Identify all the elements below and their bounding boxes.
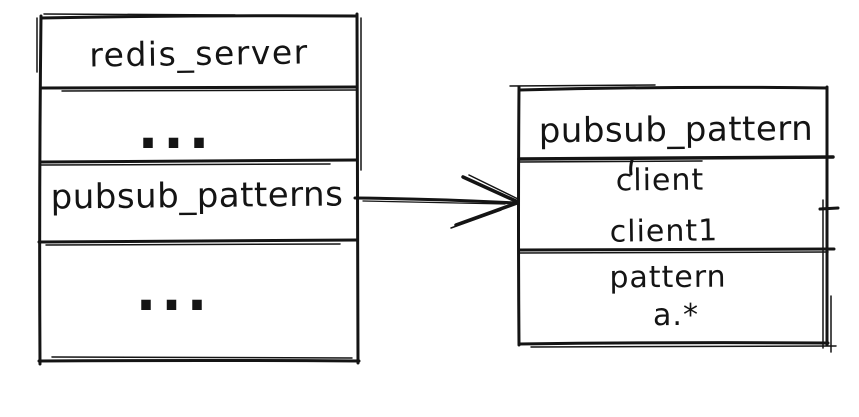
right-box-dividers: [517, 155, 836, 254]
right-struct-field-client-value: client1: [609, 213, 719, 250]
left-box-dividers: [37, 85, 359, 246]
right-struct-title: pubsub_pattern: [538, 108, 814, 152]
right-struct-field-pattern-value: a.*: [653, 298, 699, 333]
left-struct-field-pubsub-patterns: pubsub_patterns: [50, 174, 344, 218]
left-struct-field-ellipsis-top: ...: [137, 98, 215, 161]
right-edge-tick: [818, 206, 840, 211]
arrow-connector: [353, 196, 517, 205]
right-box-outline: [509, 84, 837, 353]
left-struct-title: redis_server: [89, 32, 309, 75]
left-struct-field-ellipsis-bottom: ...: [135, 260, 213, 323]
arrow-head-icon: [450, 174, 520, 229]
right-struct-field-pattern-name: pattern: [609, 259, 727, 296]
left-box-outline: [36, 12, 362, 366]
right-struct-field-client-name: client: [615, 162, 705, 199]
